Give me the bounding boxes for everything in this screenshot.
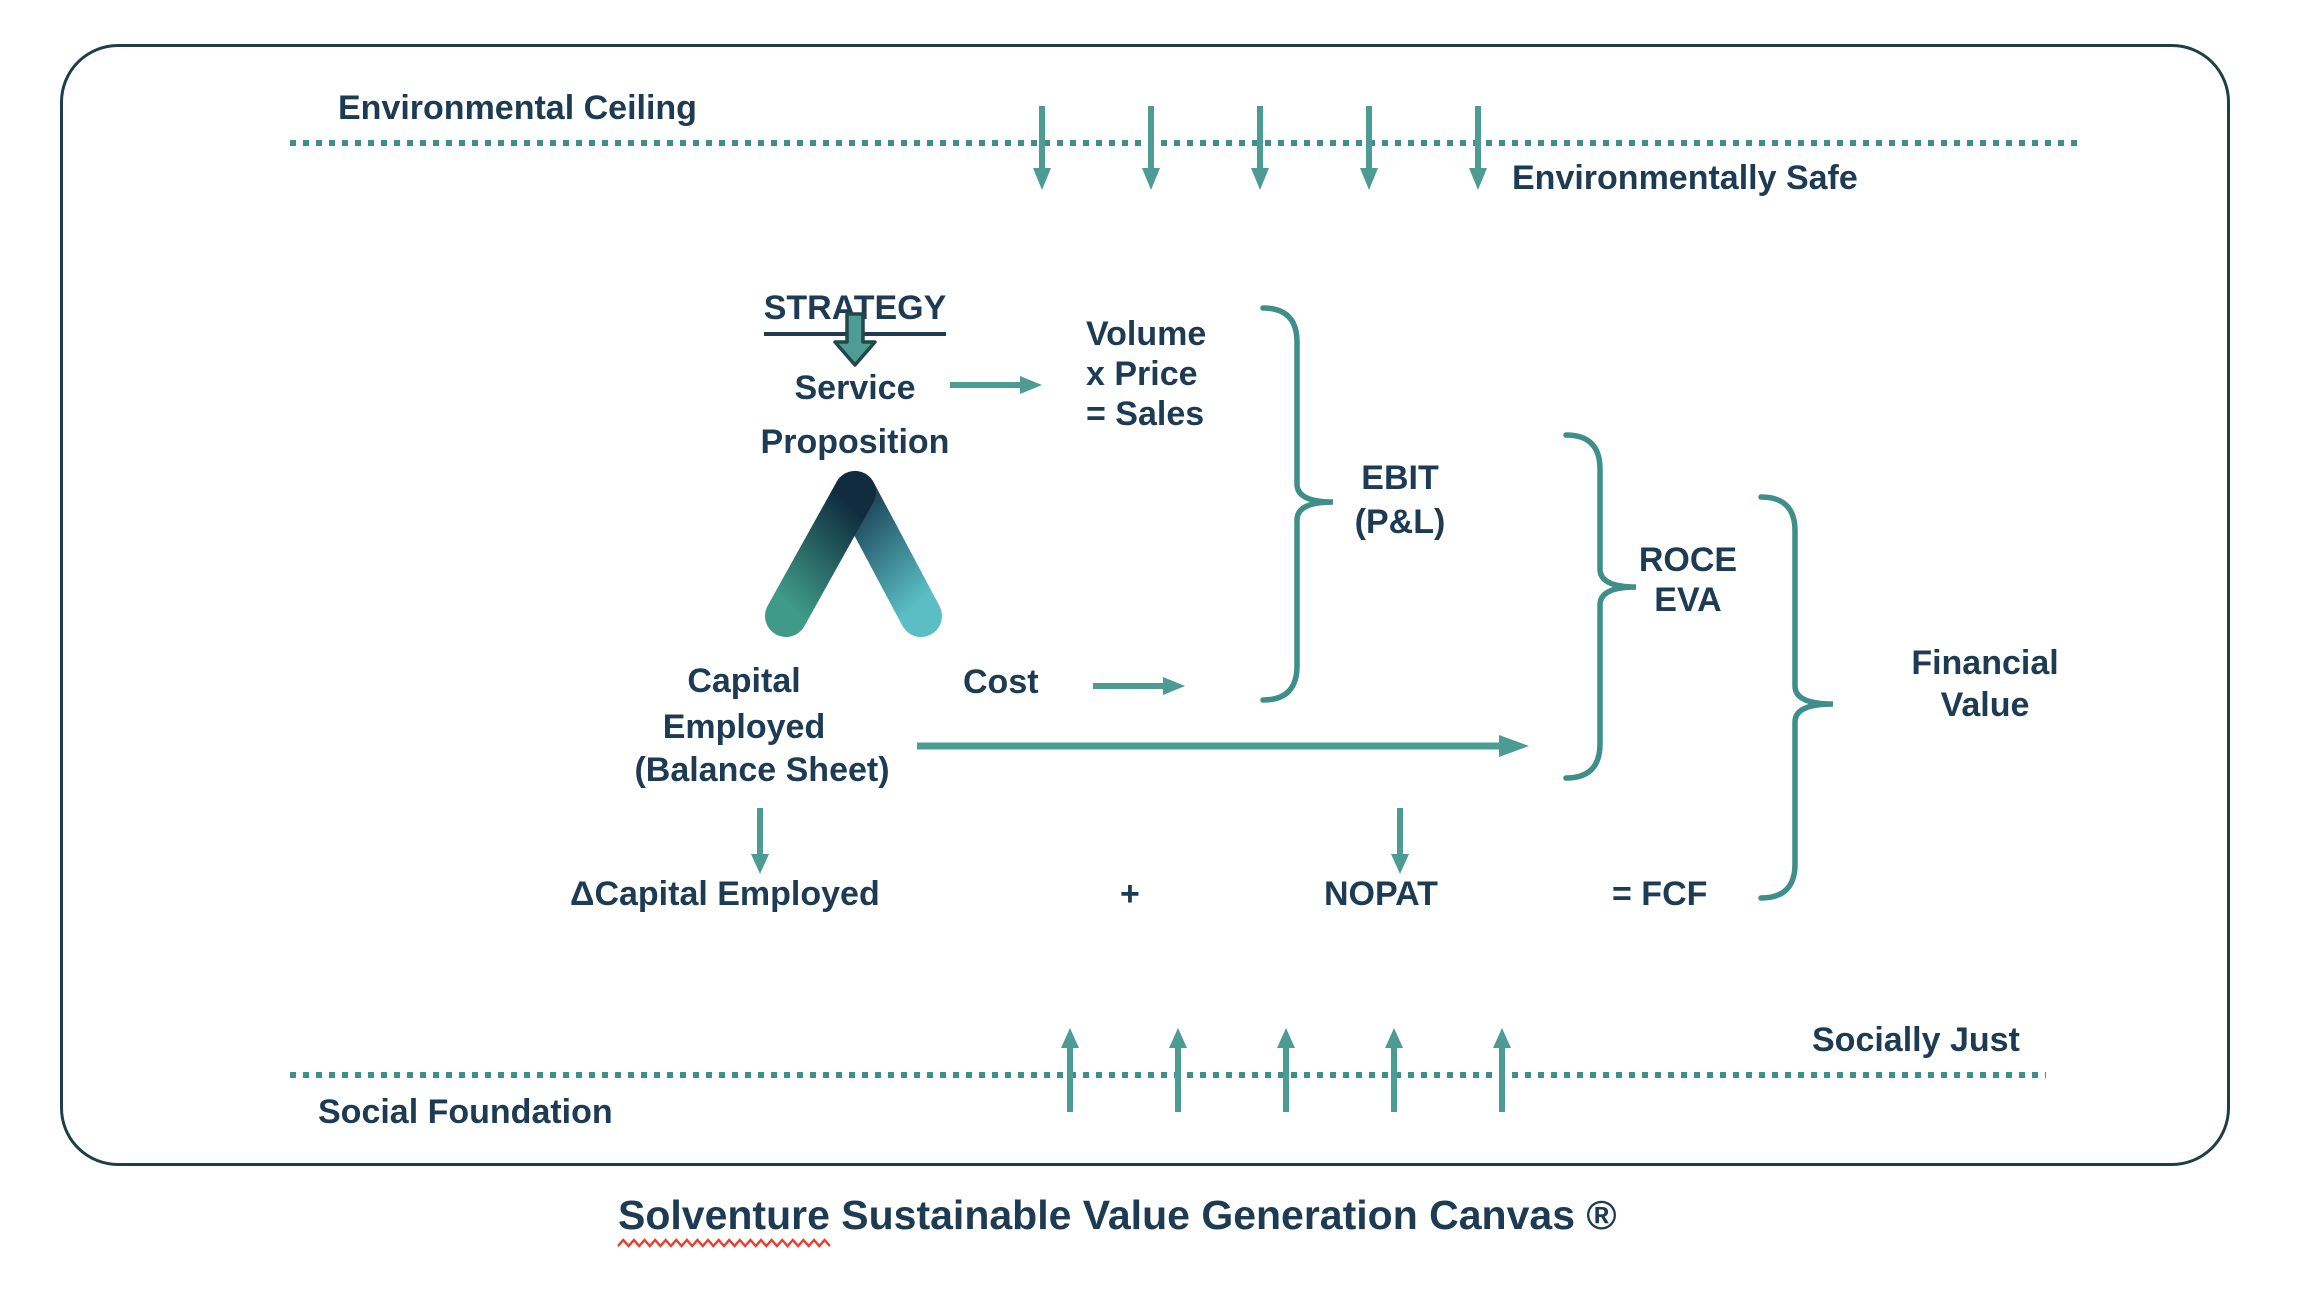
balance-sheet-label: (Balance Sheet) <box>634 751 890 789</box>
ceiling-down-arrows-icon <box>1033 106 1487 190</box>
title-brand-text: Solventure <box>618 1192 830 1238</box>
down-arrow-icon <box>1360 106 1378 190</box>
solventure-logo-icon <box>765 471 942 637</box>
nopat-down-arrow-icon <box>1391 808 1409 874</box>
plus-label: + <box>1120 875 1140 913</box>
delta-capital-employed-label: ΔCapital Employed <box>570 875 880 913</box>
up-arrow-icon <box>1277 1028 1295 1112</box>
socially-just-label: Socially Just <box>1812 1021 2020 1059</box>
foundation-up-arrows-icon <box>1061 1028 1511 1112</box>
down-arrow-icon <box>1469 106 1487 190</box>
capital-employed-label: Capital Employed <box>662 662 826 746</box>
service-label: Service <box>794 369 916 407</box>
spellcheck-squiggle-icon <box>617 1238 831 1248</box>
down-arrow-icon <box>1142 106 1160 190</box>
proposition-label: Proposition <box>760 423 950 461</box>
down-arrow-icon <box>1251 106 1269 190</box>
balance-down-arrow-icon <box>751 808 769 874</box>
strategy-down-block-arrow-icon <box>833 312 877 367</box>
down-arrow-icon <box>1033 106 1051 190</box>
volume-price-sales-label: Volume x Price = Sales <box>1086 315 1207 433</box>
financial-value-label: Financial Value <box>1911 644 2059 724</box>
social-foundation-label: Social Foundation <box>318 1093 613 1131</box>
ebit-brace-icon <box>1260 305 1334 703</box>
environmental-ceiling-label: Environmental Ceiling <box>338 89 697 127</box>
foundation-dotted-line <box>290 1072 2046 1078</box>
ceiling-dotted-line <box>290 140 2078 146</box>
roce-brace-icon <box>1563 432 1637 781</box>
title-rest-text: Sustainable Value Generation Canvas ® <box>829 1192 1617 1238</box>
fcf-brace-icon <box>1758 494 1834 901</box>
nopat-label: NOPAT <box>1324 875 1438 913</box>
up-arrow-icon <box>1061 1028 1079 1112</box>
environmentally-safe-label: Environmentally Safe <box>1512 159 1858 197</box>
canvas-frame <box>60 44 2230 1166</box>
service-arrow-icon <box>950 376 1042 394</box>
up-arrow-icon <box>1169 1028 1187 1112</box>
cost-label: Cost <box>963 663 1039 701</box>
roce-eva-label: ROCE EVA <box>1638 541 1738 619</box>
fcf-label: = FCF <box>1612 875 1708 913</box>
cost-arrow-icon <box>1093 677 1185 695</box>
up-arrow-icon <box>1493 1028 1511 1112</box>
capital-flow-arrow-icon <box>917 735 1529 757</box>
title-brand: Solventure <box>617 1192 831 1248</box>
ebit-label: EBIT (P&L) <box>1354 459 1446 541</box>
canvas-title: Solventure Sustainable Value Generation … <box>617 1192 1617 1248</box>
up-arrow-icon <box>1385 1028 1403 1112</box>
